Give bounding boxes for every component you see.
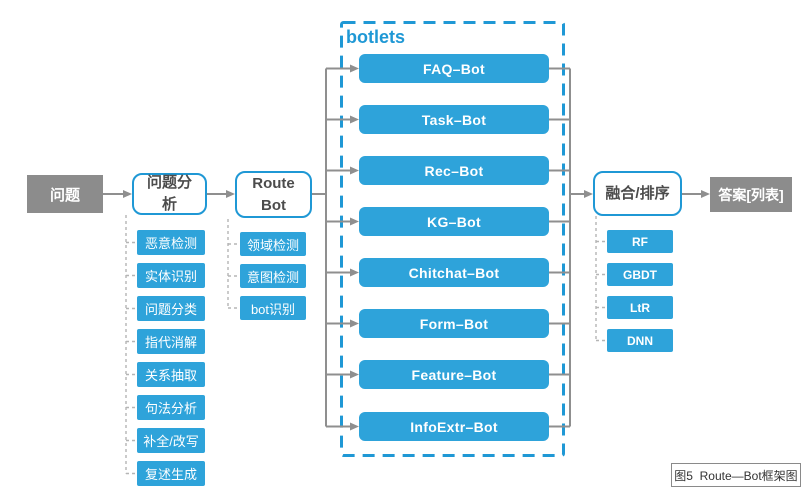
fusion-ranking-box: 融合/排序 xyxy=(593,171,682,216)
ranking-item: LtR xyxy=(607,296,673,319)
botlet-box: KG–Bot xyxy=(359,207,549,236)
analysis-item: 复述生成 xyxy=(137,461,205,486)
output-answer-box: 答案[列表] xyxy=(710,177,792,212)
botlet-box: Form–Bot xyxy=(359,309,549,338)
input-question-box: 问题 xyxy=(27,175,103,213)
route-bot-label: Route Bot xyxy=(252,174,295,214)
analysis-item: 补全/改写 xyxy=(137,428,205,453)
botlets-dashed-frame xyxy=(340,21,565,457)
analysis-item: 恶意检测 xyxy=(137,230,205,255)
botlets-group-label: botlets xyxy=(346,27,406,47)
dashed-connectors xyxy=(125,215,607,475)
analysis-item: 问题分类 xyxy=(137,296,205,321)
botlet-box: Task–Bot xyxy=(359,105,549,134)
fusion-ranking-label: 融合/排序 xyxy=(605,184,670,202)
botlet-box: FAQ–Bot xyxy=(359,54,549,83)
ranking-item: DNN xyxy=(607,329,673,352)
question-analysis-label: 问题分析 xyxy=(146,174,192,213)
route-item: 意图检测 xyxy=(240,264,306,288)
question-analysis-box: 问题分析 xyxy=(132,173,207,215)
flow-connectors xyxy=(103,64,710,431)
route-item: bot识别 xyxy=(240,296,306,320)
botlet-box: Rec–Bot xyxy=(359,156,549,185)
botlet-box: Chitchat–Bot xyxy=(359,258,549,287)
ranking-item: RF xyxy=(607,230,673,253)
figure-caption: 图5 Route—Bot框架图 xyxy=(671,463,801,487)
ranking-item: GBDT xyxy=(607,263,673,286)
analysis-item: 关系抽取 xyxy=(137,362,205,387)
botlet-box: Feature–Bot xyxy=(359,360,549,389)
botlet-box: InfoExtr–Bot xyxy=(359,412,549,441)
analysis-item: 句法分析 xyxy=(137,395,205,420)
route-bot-box: Route Bot xyxy=(235,171,312,218)
route-item: 领域检测 xyxy=(240,232,306,256)
analysis-item: 指代消解 xyxy=(137,329,205,354)
analysis-item: 实体识别 xyxy=(137,263,205,288)
